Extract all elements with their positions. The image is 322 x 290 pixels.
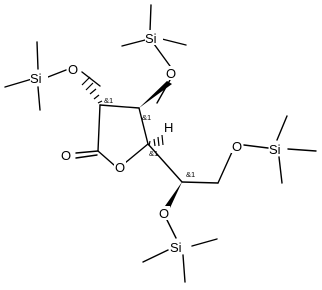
bond-c1-c2	[97, 104, 101, 152]
wedge-c5-o-bottom	[165, 182, 182, 208]
stereo-bonds	[81, 76, 182, 208]
bond-si-bottom-methyl-left	[142, 249, 169, 263]
stereo-label-c2: &1	[104, 96, 113, 105]
bond-si-top-o	[153, 43, 171, 67]
wedge-c3-o-top	[139, 81, 172, 108]
atom-o-ring: O	[115, 160, 125, 175]
stereo-label-c4: &1	[149, 149, 158, 158]
bond-c5-c6	[181, 181, 219, 184]
bond-o-right-si	[243, 144, 269, 149]
bond-c1-o-carbonyl-b	[75, 154, 98, 159]
hash-c4-h	[148, 134, 164, 147]
bond-c6-o-right	[217, 151, 233, 184]
bond-c4-c5	[147, 143, 183, 183]
bonds	[4, 4, 317, 283]
bond-si-left-o	[47, 69, 67, 78]
atom-labels: Si O Si O &1 &1 H &1 O O &1 O Si O Si	[30, 30, 287, 255]
bond-si-right-methyl-down	[278, 156, 283, 184]
bond-c3-c4	[138, 107, 149, 145]
bond-si-bottom-methyl-right	[191, 238, 218, 247]
stereo-label-c5: &1	[186, 170, 195, 179]
bond-o-left-c2	[81, 71, 101, 87]
atom-si-bottom: Si	[170, 240, 182, 255]
atom-si-top: Si	[145, 31, 157, 46]
bond-si-right-methyl-up	[276, 115, 288, 141]
bond-c1-o-carbonyl-a	[75, 150, 99, 154]
atom-o-carbonyl: O	[61, 148, 71, 163]
stereo-label-c3: &1	[142, 113, 151, 122]
bond-o-ring-c1	[97, 150, 115, 166]
atom-o-right: O	[232, 139, 242, 154]
hash-c2-o-left	[81, 76, 103, 104]
atom-o-top: O	[166, 66, 176, 81]
bond-si-top-methyl-up	[149, 4, 152, 32]
bond-si-bottom-methyl-down	[182, 254, 186, 283]
atom-o-bottom: O	[159, 206, 169, 221]
bond-si-left-methyl-left	[4, 78, 33, 88]
bond-c4-o-ring	[124, 143, 149, 164]
bond-o-bottom-si	[166, 219, 177, 239]
bond-si-top-methyl-left	[121, 38, 150, 47]
bond-si-left-methyl-down	[37, 86, 41, 111]
bond-c2-c3	[99, 104, 140, 109]
atom-si-left: Si	[30, 71, 42, 86]
atom-h-c4: H	[164, 120, 173, 135]
atom-si-right: Si	[269, 142, 281, 157]
bond-si-right-methyl-right	[287, 148, 317, 152]
atom-o-left: O	[68, 62, 78, 77]
bond-si-left-methyl-up	[36, 41, 39, 70]
